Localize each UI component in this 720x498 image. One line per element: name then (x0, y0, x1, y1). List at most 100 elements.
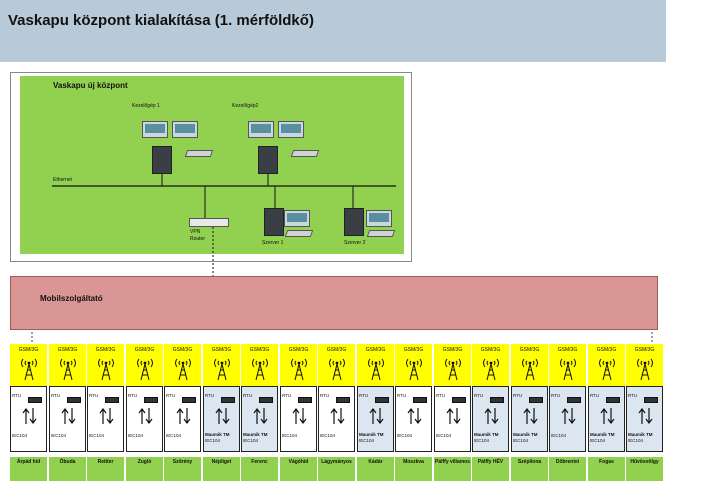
bidirectional-arrow-icon (330, 408, 345, 424)
bidirectional-arrow-icon (61, 408, 76, 424)
modem-icon (221, 397, 235, 403)
rtu-label: RTU (397, 393, 407, 398)
antenna-icon (60, 358, 76, 381)
station-name: Vágóhíd (280, 457, 317, 481)
rtu-label: RTU (590, 393, 600, 398)
protocol-label: IEC104 (12, 433, 28, 438)
gsm-label: GSM/3G (403, 347, 424, 353)
antenna-icon (445, 358, 461, 381)
router-label-2: Router (190, 236, 206, 242)
rtu-label: RTU (359, 393, 369, 398)
rtu-label: RTU (282, 393, 292, 398)
protocol-label: IEC104 (397, 433, 413, 438)
bidirectional-arrow-icon (369, 408, 384, 424)
gsm-label: GSM/3G (57, 347, 78, 353)
antenna-icon (637, 358, 653, 381)
protocol-label-2: IEC104 (205, 438, 221, 443)
monitor-icon (278, 121, 304, 138)
protocol-label-2: IEC104 (359, 438, 375, 443)
server-tower-icon (264, 208, 284, 236)
protocol-label-2: IEC104 (628, 438, 644, 443)
bidirectional-arrow-icon (407, 408, 422, 424)
antenna-icon (560, 358, 576, 381)
protocol-label-2: IEC104 (513, 438, 529, 443)
modem-icon (182, 397, 196, 403)
station-name: Pálffy villamos (434, 457, 471, 481)
station-name: Ferenc (241, 457, 278, 481)
bidirectional-arrow-icon (138, 408, 153, 424)
gsm-label: GSM/3G (480, 347, 501, 353)
station-name: Moszkva (395, 457, 432, 481)
modem-icon (298, 397, 312, 403)
antenna-icon (599, 358, 615, 381)
gsm-label: GSM/3G (288, 347, 309, 353)
rtu-label: RTU (51, 393, 61, 398)
modem-icon (336, 397, 350, 403)
antenna-icon (175, 358, 191, 381)
protocol-label: IEC104 (282, 433, 298, 438)
monitor-icon (248, 121, 274, 138)
antenna-icon (98, 358, 114, 381)
rtu-label: RTU (474, 393, 484, 398)
header-bar (0, 0, 666, 62)
rtu-label: RTU (320, 393, 330, 398)
bidirectional-arrow-icon (600, 408, 615, 424)
server1-label: Szerver 1 (262, 240, 284, 246)
modem-icon (105, 397, 119, 403)
station-name: Hűvösvölgy (626, 457, 663, 481)
bidirectional-arrow-icon (253, 408, 268, 424)
monitor-icon (366, 210, 392, 227)
antenna-icon (137, 358, 153, 381)
modem-icon (606, 397, 620, 403)
modem-icon (413, 397, 427, 403)
monitor-icon (284, 210, 310, 227)
bidirectional-arrow-icon (638, 408, 653, 424)
antenna-icon (214, 358, 230, 381)
gsm-label: GSM/3G (557, 347, 578, 353)
computer-tower-icon (258, 146, 278, 174)
bidirectional-arrow-icon (22, 408, 37, 424)
protocol-label-2: IEC104 (590, 438, 606, 443)
modem-icon (259, 397, 273, 403)
protocol-label-2: IEC104 (474, 438, 490, 443)
rtu-label: RTU (166, 393, 176, 398)
gsm-label: GSM/3G (172, 347, 193, 353)
keyboard-icon (284, 230, 314, 237)
modem-icon (144, 397, 158, 403)
rtu-label: RTU (128, 393, 138, 398)
bidirectional-arrow-icon (176, 408, 191, 424)
keyboard-icon (366, 230, 396, 237)
antenna-icon (368, 358, 384, 381)
protocol-label: IEC104 (51, 433, 67, 438)
antenna-icon (252, 358, 268, 381)
bidirectional-arrow-icon (523, 408, 538, 424)
gsm-label: GSM/3G (95, 347, 116, 353)
gsm-label: GSM/3G (634, 347, 655, 353)
protocol-label: Maumik TM (243, 432, 268, 437)
modem-icon (28, 397, 42, 403)
antenna-icon (21, 358, 37, 381)
vpn-router-icon (189, 218, 229, 227)
bidirectional-arrow-icon (446, 408, 461, 424)
protocol-label: Maumik TM (513, 432, 538, 437)
protocol-label: IEC104 (551, 433, 567, 438)
protocol-label: Maumik TM (359, 432, 384, 437)
provider-title: Mobilszolgáltató (40, 294, 103, 303)
station-name: Árpád híd (10, 457, 47, 481)
protocol-label: IEC104 (89, 433, 105, 438)
station-name: Pálffy HÉV (472, 457, 509, 481)
rtu-label: RTU (436, 393, 446, 398)
station-name: Fogas (588, 457, 625, 481)
station-name: Zugló (126, 457, 163, 481)
rtu-label: RTU (551, 393, 561, 398)
protocol-label: Maumik TM (205, 432, 230, 437)
station-name: Szőrény (164, 457, 201, 481)
gsm-label: GSM/3G (442, 347, 463, 353)
gsm-label: GSM/3G (596, 347, 617, 353)
modem-icon (567, 397, 581, 403)
gsm-label: GSM/3G (134, 347, 155, 353)
rtu-label: RTU (12, 393, 22, 398)
rtu-label: RTU (243, 393, 253, 398)
station-name: Szépilona (511, 457, 548, 481)
